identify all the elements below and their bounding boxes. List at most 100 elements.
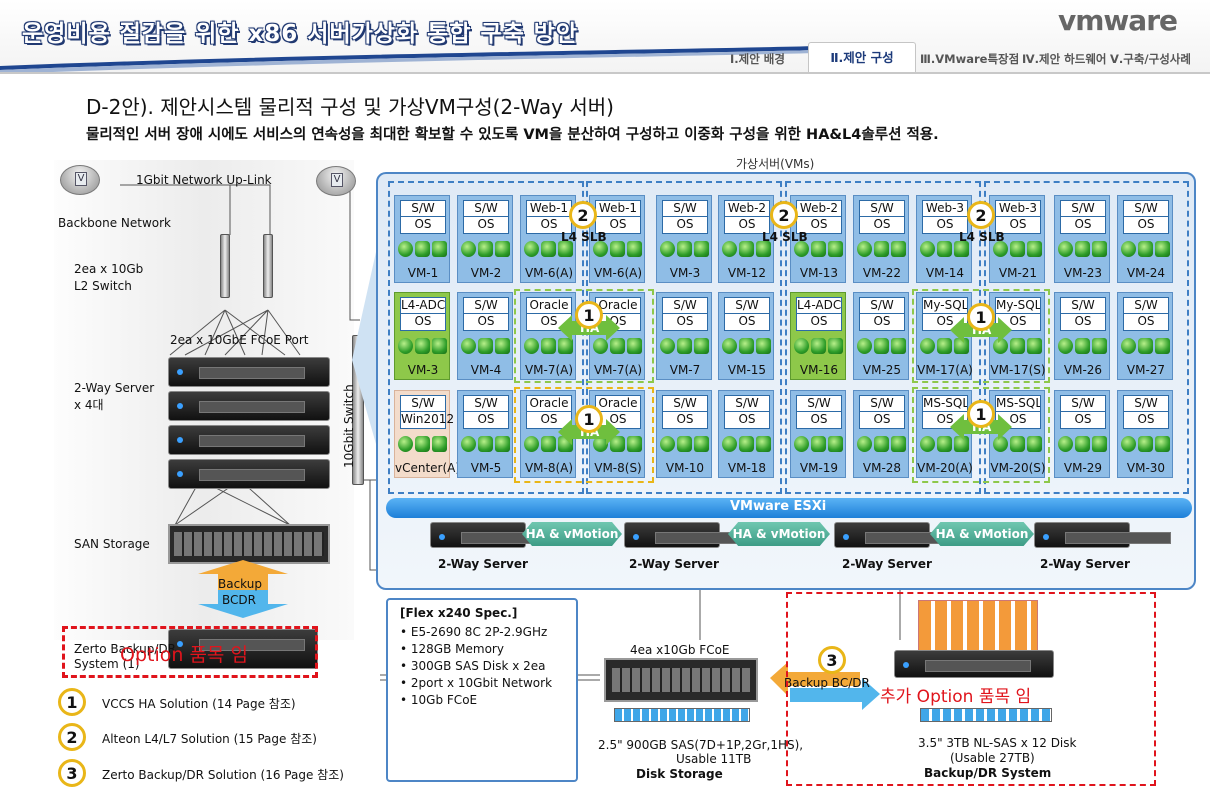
- badge-1-ha: 1: [575, 301, 603, 329]
- vm-app-label: MS-SQL: [996, 396, 1040, 412]
- vm-resource-icons: [722, 338, 772, 356]
- vm-name: VM-2: [470, 266, 502, 280]
- memory-icon: [937, 436, 952, 452]
- cpu-icon: [1121, 241, 1136, 257]
- cpu-icon: [1121, 338, 1136, 354]
- vm-os-label: OS: [1009, 314, 1027, 328]
- backup-server-icon: [894, 650, 1054, 678]
- disk-storage-title: Disk Storage: [636, 767, 723, 781]
- vm-app-label: L4-ADC: [797, 298, 841, 314]
- backup-arrow-label-1: Backup: [218, 577, 262, 591]
- tab-vmware-features[interactable]: Ⅲ.VMware특장점: [920, 52, 1020, 66]
- cpu-icon: [593, 338, 608, 354]
- vm-name: vCenter(A): [395, 461, 461, 475]
- vm-resource-icons: [524, 338, 574, 356]
- vm-app-label: S/W: [401, 396, 445, 412]
- tab-build-cases[interactable]: Ⅴ.구축/구성사례: [1110, 52, 1191, 66]
- cpu-icon: [857, 436, 872, 452]
- section-description: 물리적인 서버 장애 시에도 서비스의 연속성을 최대한 확보할 수 있도록 V…: [86, 127, 939, 143]
- vm-resource-icons: [398, 436, 448, 454]
- vm-resource-icons: [524, 241, 574, 259]
- memory-icon: [415, 338, 430, 354]
- disk-icon: [891, 241, 906, 257]
- cpu-icon: [993, 338, 1008, 354]
- tab-proposal-config[interactable]: Ⅱ.제안 구성: [808, 42, 916, 72]
- tab-proposed-hardware[interactable]: Ⅳ.제안 하드웨어: [1022, 52, 1107, 66]
- disk-icon: [432, 436, 447, 452]
- vm-name: VM-12: [727, 266, 767, 280]
- physical-server-4: [1034, 522, 1171, 548]
- esxi-label: VMware ESXi: [730, 499, 827, 514]
- vm-os-label: OS: [738, 412, 756, 426]
- cpu-icon: [920, 436, 935, 452]
- memory-icon: [610, 338, 625, 354]
- vm-app-label: S/W: [663, 298, 707, 314]
- memory-icon: [811, 338, 826, 354]
- vm-app-label: L4-ADC: [401, 298, 445, 314]
- cpu-icon: [722, 436, 737, 452]
- legend-text-2: Alteon L4/L7 Solution (15 Page 참조): [102, 732, 317, 746]
- oracle-ha-group-1: [514, 289, 654, 383]
- disk-icon: [1027, 436, 1042, 452]
- mssql-ha-group: [912, 387, 1050, 483]
- spec-title: [Flex x240 Spec.]: [400, 606, 518, 620]
- vm-os-label: OS: [1009, 412, 1027, 426]
- spec-item: E5-2690 8C 2P-2.9GHz: [400, 624, 552, 641]
- vm-name: VM-27: [1126, 363, 1166, 377]
- badge-2-l4: 2: [770, 201, 798, 229]
- vm-name: VM-23: [1063, 266, 1103, 280]
- vm-resource-icons: [857, 338, 907, 356]
- vm-area-label: 가상서버(VMs): [736, 157, 815, 171]
- backup-spec-line1: 3.5" 3TB NL-SAS x 12 Disk: [918, 736, 1077, 750]
- memory-icon: [478, 338, 493, 354]
- cpu-icon: [1058, 436, 1073, 452]
- ha-vmotion-2: HA & vMotion: [728, 522, 830, 546]
- tab-background[interactable]: Ⅰ.제안 배경: [730, 52, 785, 66]
- disk-spec-line1: 2.5" 900GB SAS(7D+1P,2Gr,1HS),: [598, 738, 804, 752]
- backup-arrow-label-2: BCDR: [222, 593, 256, 607]
- core-router-icon: V: [316, 166, 356, 196]
- cpu-icon: [920, 338, 935, 354]
- vm-name: VM-15: [727, 363, 767, 377]
- vm-resource-icons: [794, 241, 844, 259]
- disk-icon: [1027, 338, 1042, 354]
- san-storage-label: SAN Storage: [74, 537, 150, 551]
- disk-icon: [828, 436, 843, 452]
- blade-server-3: [168, 425, 330, 455]
- disk-icon: [954, 436, 969, 452]
- vm-resource-icons: [461, 241, 511, 259]
